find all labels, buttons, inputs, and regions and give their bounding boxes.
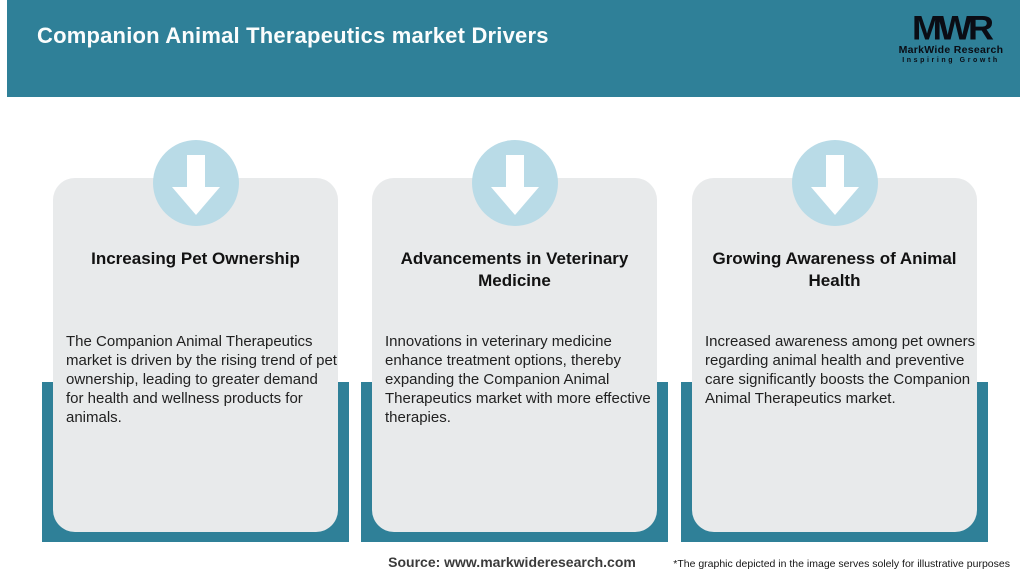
card-title: Growing Awareness of Animal Health xyxy=(712,249,957,290)
arrow-down-icon xyxy=(810,151,859,215)
card-body xyxy=(372,178,657,532)
card-description: The Companion Animal Therapeutics market… xyxy=(66,333,337,426)
arrow-down-icon xyxy=(490,151,539,215)
card-body xyxy=(692,178,977,532)
card-description: Increased awareness among pet owners reg… xyxy=(705,333,976,407)
disclaimer-text: *The graphic depicted in the image serve… xyxy=(673,558,1010,570)
driver-card-advancements-veterinary-medicine: Advancements in Veterinary Medicine Inno… xyxy=(361,140,668,542)
card-icon-circle xyxy=(791,140,878,226)
card-icon-circle xyxy=(471,140,558,226)
arrow-down-icon xyxy=(171,151,220,215)
card-icon-circle xyxy=(152,140,239,226)
logo-acronym: MWR xyxy=(912,8,994,47)
driver-card-increasing-pet-ownership: Increasing Pet Ownership The Companion A… xyxy=(42,140,349,542)
header-bar: Companion Animal Therapeutics market Dri… xyxy=(7,0,1020,97)
logo-name: MarkWide Research xyxy=(898,44,1004,56)
page-title: Companion Animal Therapeutics market Dri… xyxy=(37,23,549,48)
card-title: Advancements in Veterinary Medicine xyxy=(400,249,629,290)
card-title: Increasing Pet Ownership xyxy=(91,249,300,268)
markwide-logo: MWR MarkWide Research Inspiring Growth xyxy=(896,10,1006,64)
source-text: Source: www.markwideresearch.com xyxy=(388,554,636,570)
driver-card-growing-awareness-animal-health: Growing Awareness of Animal Health Incre… xyxy=(681,140,988,542)
card-body xyxy=(53,178,338,532)
logo-tagline: Inspiring Growth xyxy=(902,57,1000,64)
card-description: Innovations in veterinary medicine enhan… xyxy=(385,333,651,426)
